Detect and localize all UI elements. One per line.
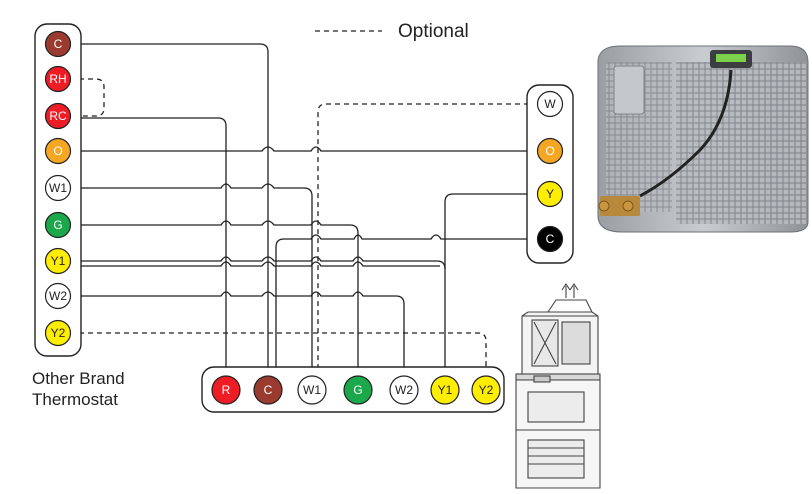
- terminal-outdoor_unit-y: Y: [536, 180, 564, 208]
- terminal-label: Y1: [51, 254, 66, 268]
- wire-g: [70, 220, 359, 385]
- wire-rh-rc-jumper: [70, 78, 105, 117]
- terminal-outdoor_unit-c: C: [536, 225, 564, 253]
- outdoor-unit-panel: [526, 84, 574, 264]
- terminal-indoor_unit-w1: W1: [297, 375, 327, 405]
- terminal-circle: [44, 174, 72, 202]
- terminal-label: W: [544, 97, 556, 111]
- wire-y1-branch: [70, 261, 440, 267]
- terminal-indoor_unit-c: C: [253, 375, 283, 405]
- terminal-thermostat-y2: Y2: [44, 319, 72, 347]
- outdoor-unit-terminals: W O Y C: [536, 90, 564, 253]
- terminal-circle: [44, 319, 72, 347]
- wire-w1: [70, 183, 313, 385]
- terminal-label: Y2: [479, 383, 494, 397]
- terminal-outdoor_unit-w: W: [536, 90, 564, 118]
- terminal-circle: [297, 375, 327, 405]
- terminal-label: C: [264, 383, 273, 397]
- terminal-thermostat-o: O: [44, 137, 72, 165]
- terminal-thermostat-w1: W1: [44, 174, 72, 202]
- terminal-circle: [44, 282, 72, 310]
- terminal-label: RC: [49, 109, 67, 123]
- wire-y1: [70, 256, 446, 270]
- terminal-circle: [389, 375, 419, 405]
- terminal-circle: [44, 30, 72, 58]
- terminal-thermostat-rc: RC: [44, 102, 72, 130]
- terminal-indoor_unit-g: G: [343, 375, 373, 405]
- terminal-circle: [44, 65, 72, 93]
- wire-outdoor-c: [275, 234, 538, 385]
- terminal-circle: [536, 225, 564, 253]
- terminal-label: O: [545, 144, 554, 158]
- terminal-label: C: [546, 232, 555, 246]
- wire-w2: [70, 291, 405, 385]
- terminal-circle: [536, 180, 564, 208]
- terminal-label: R: [222, 383, 231, 397]
- terminal-circle: [253, 375, 283, 405]
- terminal-circle: [430, 375, 460, 405]
- terminal-indoor_unit-y2: Y2: [471, 375, 501, 405]
- terminal-label: G: [353, 383, 362, 397]
- terminal-label: O: [53, 144, 62, 158]
- terminal-label: C: [54, 37, 63, 51]
- terminal-thermostat-y1: Y1: [44, 247, 72, 275]
- terminal-outdoor_unit-o: O: [536, 137, 564, 165]
- wire-y2: [70, 332, 487, 385]
- terminal-circle: [44, 137, 72, 165]
- terminal-thermostat-rh: RH: [44, 65, 72, 93]
- terminal-thermostat-w2: W2: [44, 282, 72, 310]
- terminal-label: W2: [49, 289, 67, 303]
- terminal-circle: [536, 90, 564, 118]
- thermostat-caption: Other Brand Thermostat: [32, 368, 125, 410]
- terminal-label: Y: [546, 187, 554, 201]
- terminal-circle: [44, 211, 72, 239]
- wire-rc-r: [70, 117, 227, 385]
- terminal-circle: [343, 375, 373, 405]
- terminal-label: W2: [395, 383, 413, 397]
- terminal-label: Y1: [438, 383, 453, 397]
- indoor-furnace-image: [515, 283, 601, 489]
- terminal-thermostat-g: G: [44, 211, 72, 239]
- legend: Optional: [315, 21, 469, 42]
- thermostat-caption-line1: Other Brand: [32, 369, 125, 388]
- terminal-indoor_unit-y1: Y1: [430, 375, 460, 405]
- terminal-label: W1: [49, 181, 67, 195]
- terminal-label: Y2: [51, 326, 66, 340]
- legend-label: Optional: [398, 21, 469, 42]
- indoor-unit-terminals: R C W1 G W2 Y1 Y2: [211, 375, 501, 405]
- wire-outdoor-y: [444, 193, 538, 385]
- wire-outdoor-w: [317, 103, 538, 385]
- wires: [62, 43, 538, 385]
- wire-o: [70, 146, 538, 152]
- terminal-circle: [211, 375, 241, 405]
- terminal-indoor_unit-w2: W2: [389, 375, 419, 405]
- terminal-label: W1: [303, 383, 321, 397]
- terminal-thermostat-c: C: [44, 30, 72, 58]
- wire-c: [62, 43, 269, 385]
- thermostat-caption-line2: Thermostat: [32, 390, 118, 409]
- terminal-circle: [471, 375, 501, 405]
- terminal-label: RH: [49, 72, 66, 86]
- terminal-label: G: [53, 218, 62, 232]
- terminal-circle: [44, 102, 72, 130]
- outdoor-condenser-image: [597, 45, 809, 233]
- terminal-circle: [44, 247, 72, 275]
- terminal-circle: [536, 137, 564, 165]
- terminal-indoor_unit-r: R: [211, 375, 241, 405]
